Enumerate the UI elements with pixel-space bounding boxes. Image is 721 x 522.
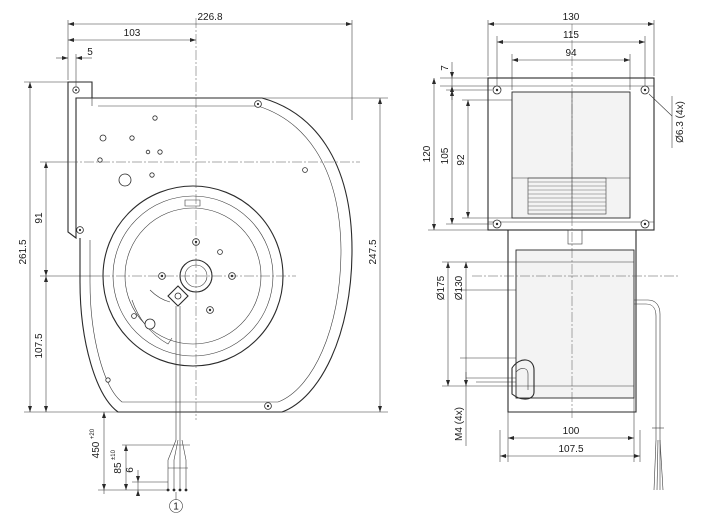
impeller-blades [528,181,606,211]
dim-side-flange-offset: 7 [440,65,451,71]
dim-mount-thread: M4 (4x) [454,407,465,441]
dim-hole-size: Ø6.3 (4x) [675,101,686,143]
dim-motor-dia-inner: Ø130 [454,275,465,300]
side-view [472,24,680,491]
dim-strip-length-tol: ±10 [111,449,117,460]
cable-lead [166,306,190,492]
dim-outlet-height: 92 [456,154,467,166]
scroll-housing-outline [79,97,353,413]
dim-mount-spacing: 100 [563,426,580,437]
side-dimensions: 130 115 94 7 120 105 92 [422,12,686,462]
dim-hole-spacing-v: 105 [440,147,451,164]
dim-hub-to-bottom: 107.5 [34,333,45,358]
dim-lead-length: 450 [91,441,102,458]
dim-flange-offset: 5 [87,47,93,58]
cable-end [652,427,664,491]
dim-flange-width: 130 [563,12,580,23]
dim-wire-end: 6 [125,467,136,473]
dim-mount-outer: 107.5 [558,444,583,455]
dim-overall-width: 226.8 [197,12,222,23]
dim-to-outlet-center: 103 [124,28,141,39]
dim-overall-height: 261.5 [18,239,29,264]
dim-outlet-width: 94 [565,48,577,59]
dim-flange-height: 120 [422,145,433,162]
dim-hole-spacing-h: 115 [563,30,579,41]
callout-number: 1 [173,502,179,513]
dim-housing-height: 247.5 [368,239,379,264]
dim-strip-length: 85 [113,462,124,474]
front-view: 1 [67,18,360,513]
dim-motor-dia-outer: Ø175 [436,275,447,300]
front-dimensions: 226.8 103 5 261.5 91 107.5 247.5 [18,12,388,496]
dim-lead-length-tol: +20 [90,428,96,439]
dim-outlet-center-to-hub: 91 [34,212,45,224]
motor-body [515,249,635,399]
callout-balloon [169,499,183,513]
